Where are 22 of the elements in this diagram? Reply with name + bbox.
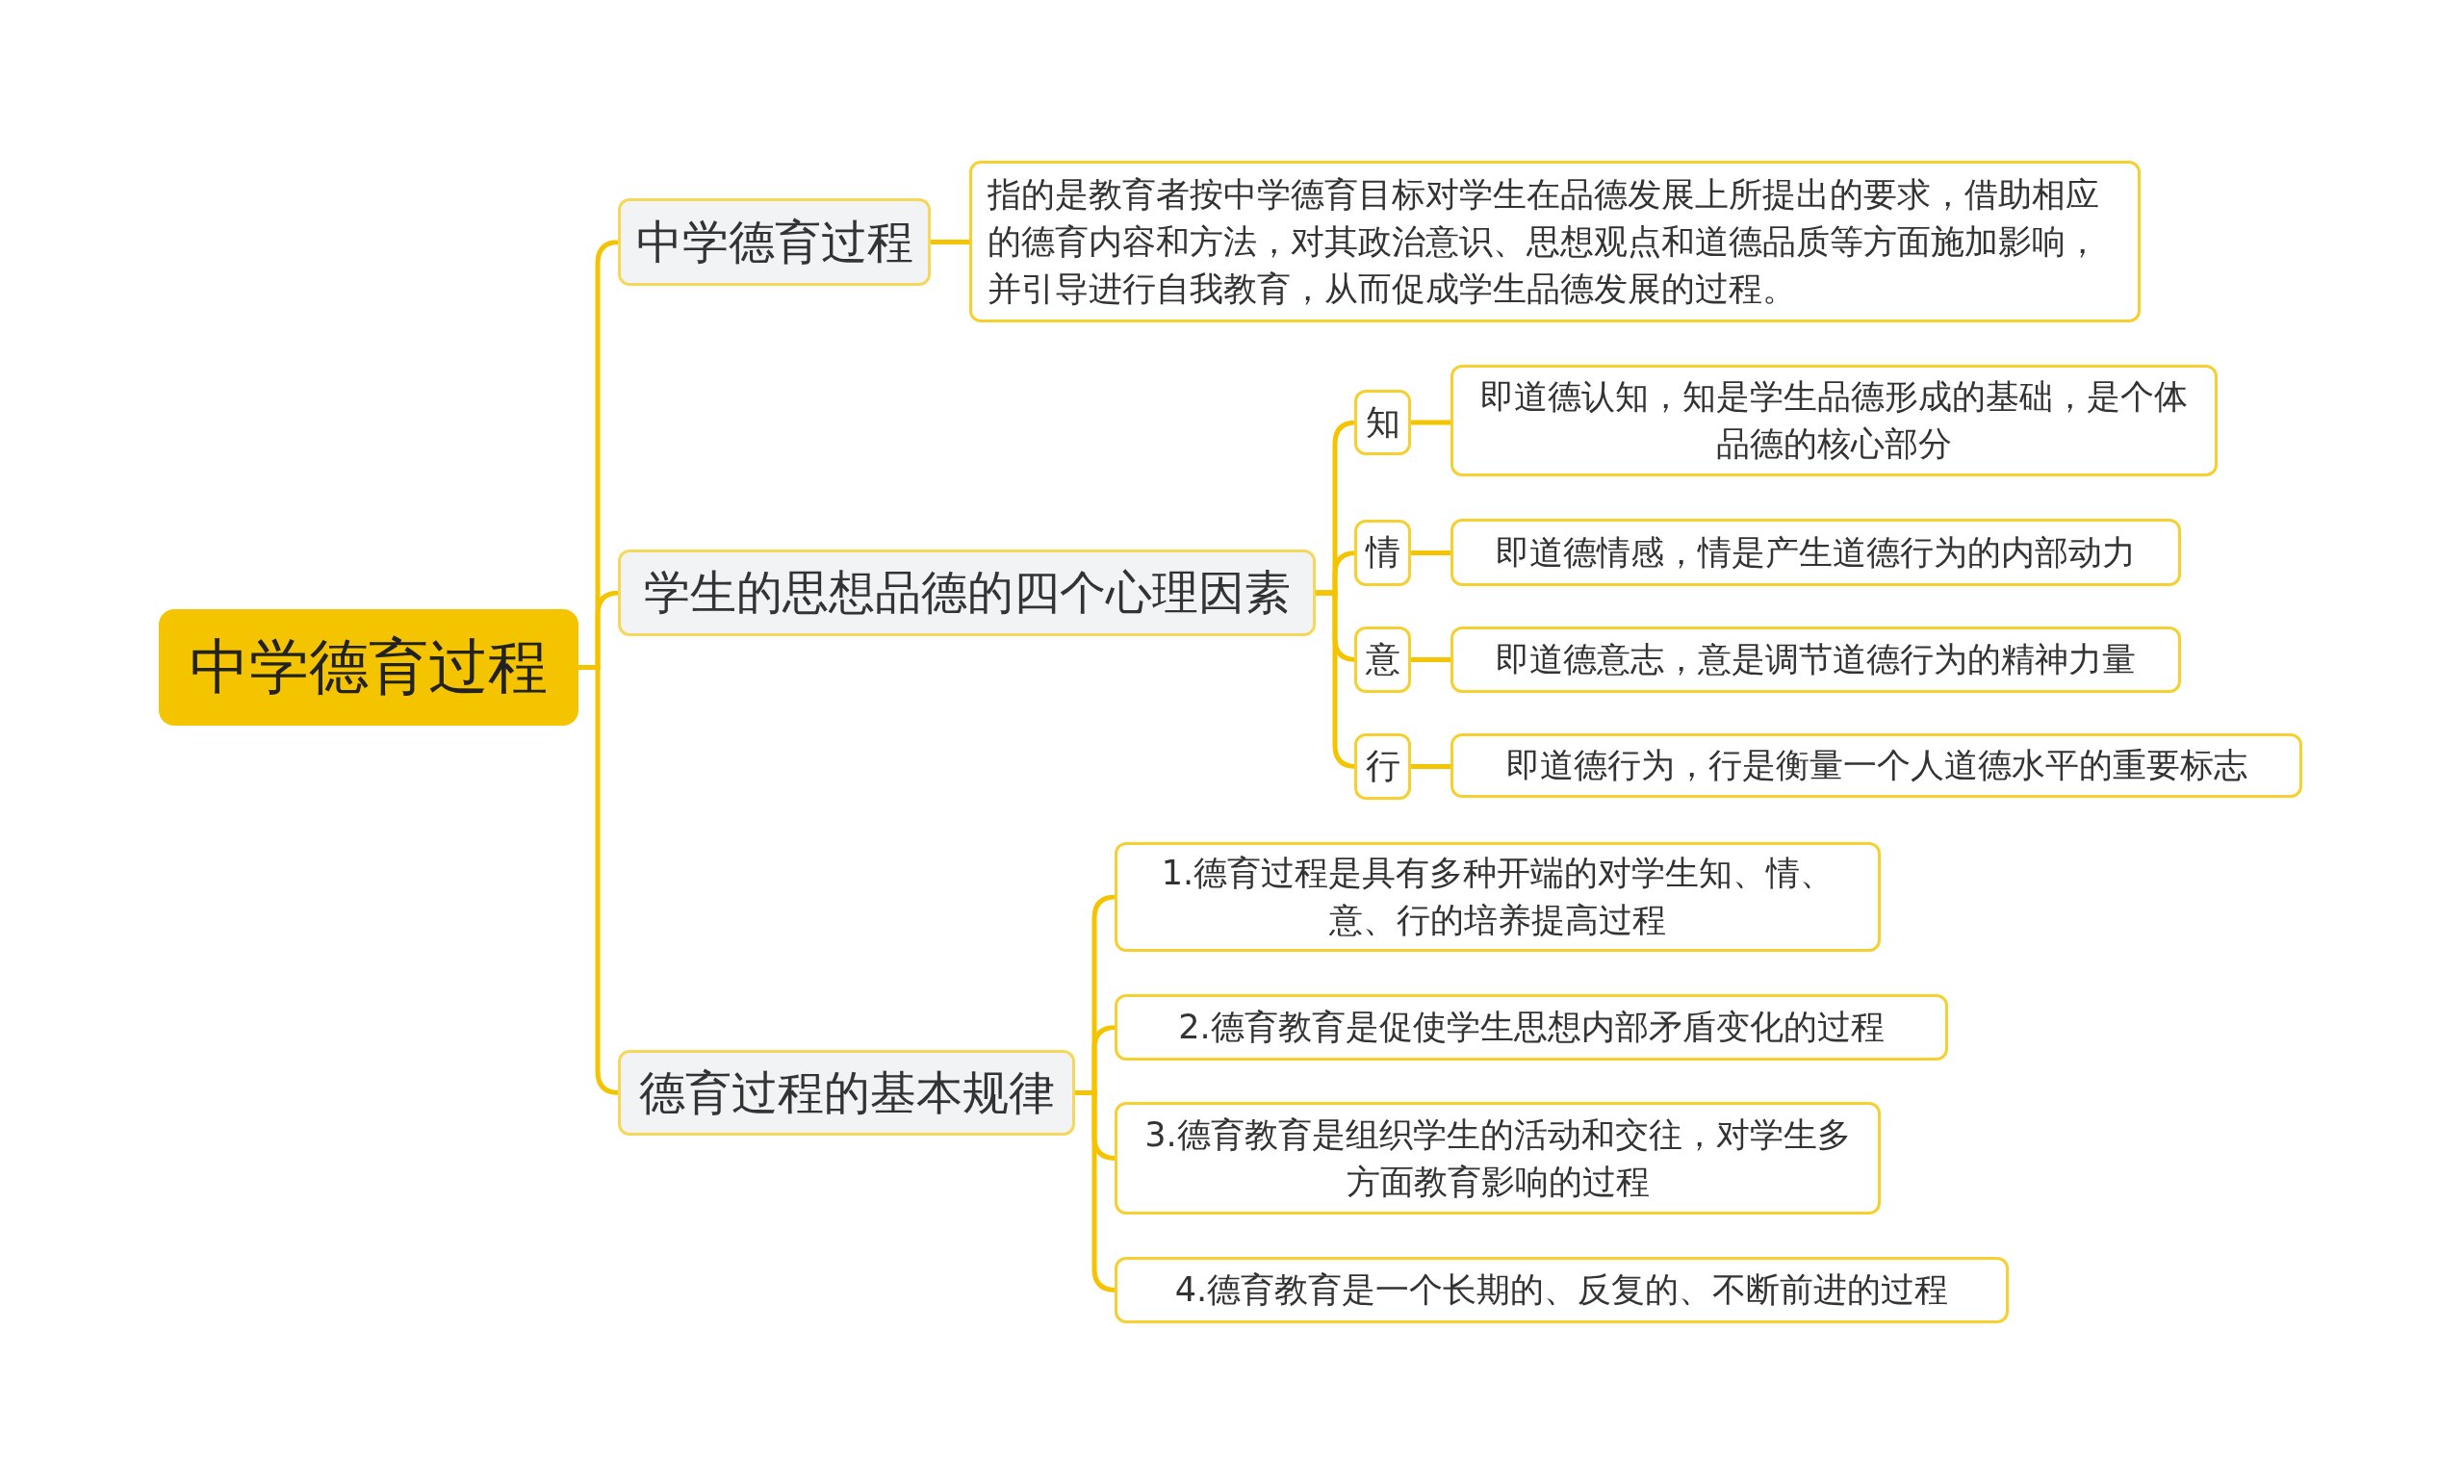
topic-box: 德育过程的基本规律 bbox=[618, 1050, 1075, 1136]
description-box: 即道德认知，知是学生品德形成的基础，是个体品德的核心部分 bbox=[1450, 365, 2218, 476]
connector-line bbox=[1411, 764, 1450, 769]
topic-box: 中学德育过程 bbox=[618, 198, 931, 286]
description-box: 即道德行为，行是衡量一个人道德水平的重要标志 bbox=[1450, 733, 2302, 798]
description-box: 1.德育过程是具有多种开端的对学生知、情、意、行的培养提高过程 bbox=[1115, 842, 1881, 952]
connector-line bbox=[931, 240, 969, 244]
root-topic-box: 中学德育过程 bbox=[159, 609, 578, 726]
keyword-box: 行 bbox=[1354, 733, 1411, 800]
description-box: 即道德意志，意是调节道德行为的精神力量 bbox=[1450, 627, 2181, 693]
connector-line bbox=[1411, 420, 1450, 425]
description-box: 即道德情感，情是产生道德行为的内部动力 bbox=[1450, 519, 2181, 586]
keyword-box: 情 bbox=[1354, 520, 1411, 586]
topic-box: 学生的思想品德的四个心理因素 bbox=[618, 550, 1316, 636]
keyword-box: 知 bbox=[1354, 390, 1411, 455]
description-box: 指的是教育者按中学德育目标对学生在品德发展上所提出的要求，借助相应的德育内容和方法，对其政治意识、思想观点和道德品质等方面施加影响，并引导进行自我教育，从而促成学生品德发展的过程。 bbox=[969, 161, 2141, 322]
connector-line bbox=[1411, 657, 1450, 662]
description-box: 3.德育教育是组织学生的活动和交往，对学生多方面教育影响的过程 bbox=[1115, 1102, 1881, 1215]
connector-line bbox=[1411, 550, 1450, 555]
description-box: 4.德育教育是一个长期的、反复的、不断前进的过程 bbox=[1115, 1257, 2009, 1323]
description-box: 2.德育教育是促使学生思想内部矛盾变化的过程 bbox=[1115, 994, 1948, 1061]
keyword-box: 意 bbox=[1354, 627, 1411, 693]
